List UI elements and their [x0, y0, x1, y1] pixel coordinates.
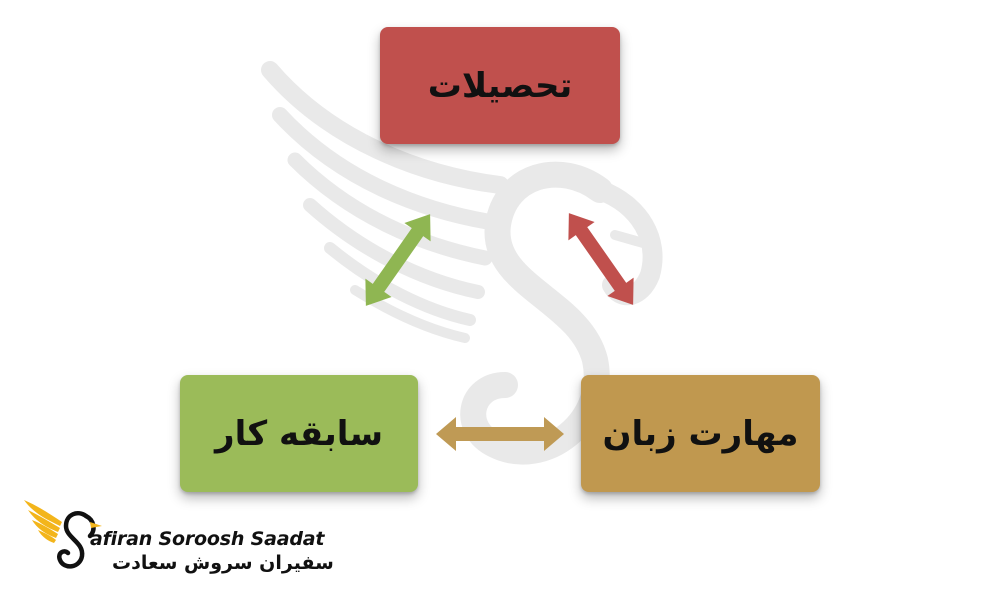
node-education: تحصیلات	[380, 27, 620, 144]
company-logo: afiran Soroosh Saadat سفیران سروش سعادت	[20, 492, 334, 582]
node-language-skill: مهارت زبان	[581, 375, 820, 492]
node-work-experience-label: سابقه کار	[215, 413, 384, 454]
node-education-label: تحصیلات	[427, 65, 573, 106]
swan-logo-icon	[24, 500, 102, 569]
arrow-left-right	[436, 417, 564, 451]
logo-name-persian: سفیران سروش سعادت	[112, 552, 334, 574]
arrow-top-left	[365, 214, 431, 306]
node-language-skill-label: مهارت زبان	[602, 413, 799, 454]
node-work-experience: سابقه کار	[180, 375, 418, 492]
logo-name-english: afiran Soroosh Saadat	[90, 528, 325, 550]
arrow-top-right	[568, 213, 634, 305]
